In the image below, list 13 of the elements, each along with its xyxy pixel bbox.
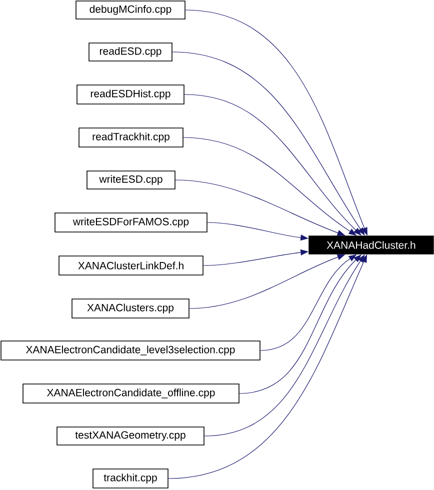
file-box: XANAElectronCandidate_level3selection.cpp xyxy=(0,340,260,360)
file-box: writeESDForFAMOS.cpp xyxy=(54,212,208,232)
file-box: readTrackhit.cpp xyxy=(78,128,184,148)
file-box: XANAElectronCandidate_offline.cpp xyxy=(22,384,240,404)
file-box: writeESD.cpp xyxy=(86,170,176,190)
file-box: testXANAGeometry.cpp xyxy=(56,426,204,446)
file-box: XANAClusters.cpp xyxy=(72,298,190,318)
file-box: trackhit.cpp xyxy=(92,468,168,488)
file-box: XANAHadCluster.h xyxy=(308,236,434,254)
file-box: readESDHist.cpp xyxy=(76,84,184,104)
file-box: debugMCinfo.cpp xyxy=(76,0,186,20)
file-box: readESD.cpp xyxy=(88,42,172,62)
file-box: XANAClusterLinkDef.h xyxy=(58,256,204,276)
